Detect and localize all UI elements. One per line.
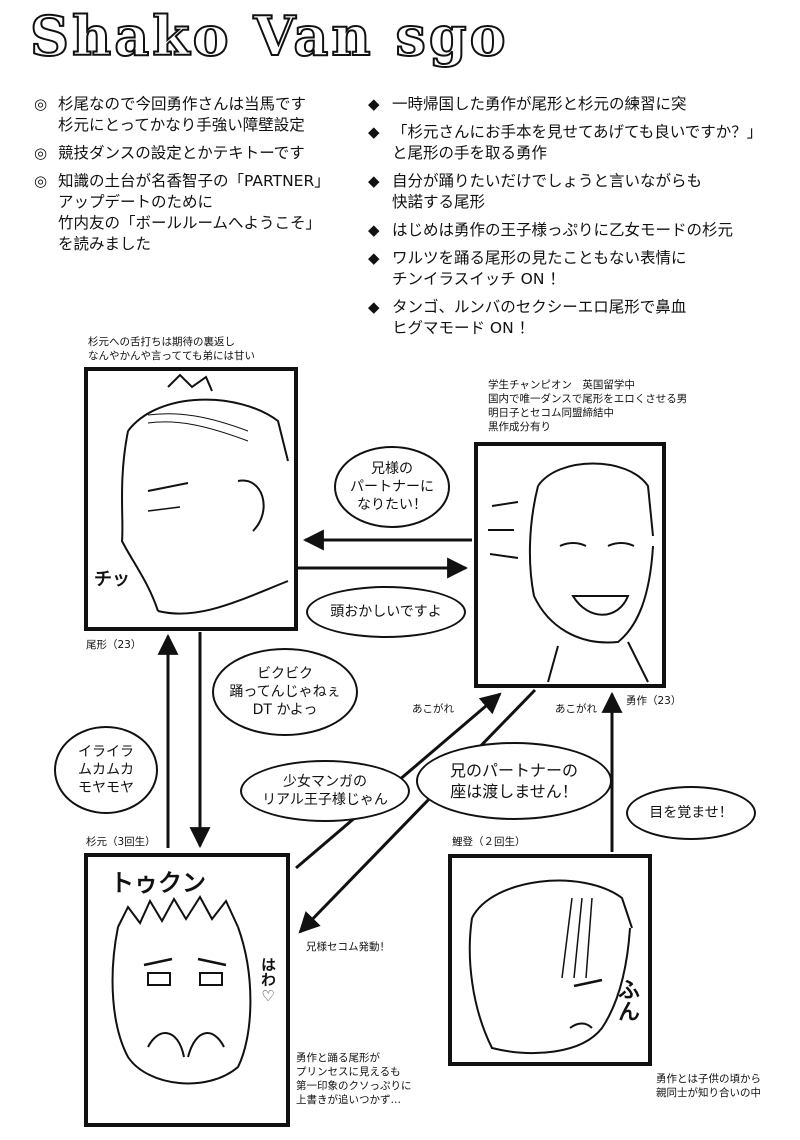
right-notes-list: ◆一時帰国した勇作が尾形と杉元の練習に突 ◆「杉元さんにお手本を見せてあげても良… bbox=[368, 94, 788, 346]
right-note-text: 自分が踊りたいだけでしょうと言いながらも 快諾する尾形 bbox=[392, 172, 703, 211]
left-note: ◎杉尾なので今回勇作さんは当馬です 杉元にとってかなり手強い障壁設定 bbox=[34, 95, 307, 134]
label-koito-yusaku: あこがれ bbox=[555, 703, 597, 715]
ogata-sfx: チッ bbox=[94, 569, 130, 590]
yusaku-label: 勇作（23） bbox=[626, 695, 682, 707]
right-note: ◆はじめは勇作の王子様っぷりに乙女モードの杉元 bbox=[368, 221, 734, 239]
sugimoto-portrait bbox=[111, 895, 252, 1085]
right-note-text: 一時帰国した勇作が尾形と杉元の練習に突 bbox=[392, 95, 687, 113]
right-note: ◆ワルツを踊る尾形の見たこともない表情に チンイラスイッチ ON ！ bbox=[368, 249, 687, 288]
bubble-sugimoto-to-ogata: イライラ ムカムカ モヤモヤ bbox=[54, 726, 158, 814]
right-note: ◆自分が踊りたいだけでしょうと言いながらも 快諾する尾形 bbox=[368, 172, 703, 211]
bubble-ogata-to-yusaku: 頭おかしいですよ bbox=[306, 586, 466, 638]
bubble-sugimoto-to-yusaku: 少女マンガの リアル王子様じゃん bbox=[240, 760, 410, 822]
sugimoto-label: 杉元（3回生） bbox=[86, 836, 156, 848]
right-note-text: ワルツを踊る尾形の見たこともない表情に チンイラスイッチ ON ！ bbox=[392, 249, 687, 288]
right-note: ◆「杉元さんにお手本を見せてあげても良いですか？」 と尾形の手を取る勇作 bbox=[368, 123, 763, 162]
yusaku-portrait bbox=[488, 462, 654, 683]
left-note: ◎知識の土台が名香智子の「PARTNER」 アップデートのために 竹内友の「ボー… bbox=[34, 172, 330, 253]
yusaku-note: 学生チャンピオン 英国留学中 国内で唯一ダンスで尾形をエロくさせる男 明日子とセ… bbox=[488, 379, 688, 433]
ogata-note: 杉元への舌打ちは期待の裏返し なんやかんや言ってても弟には甘い bbox=[88, 336, 255, 362]
label-sugimoto-yusaku: あこがれ bbox=[412, 703, 454, 715]
sugimoto-panel: トゥクン はわ♡ bbox=[84, 853, 290, 1127]
left-note: ◎競技ダンスの設定とかテキトーです bbox=[34, 144, 305, 162]
koito-sfx: ふん bbox=[614, 978, 639, 1022]
yusaku-panel bbox=[474, 442, 666, 688]
bubble-ogata-to-sugimoto: ビクビク 踊ってんじゃねぇ DT かよっ bbox=[212, 648, 358, 736]
koito-label: 鯉登（２回生） bbox=[452, 836, 526, 848]
koito-portrait bbox=[468, 879, 633, 1055]
right-note-text: タンゴ、ルンバのセクシーエロ尾形で鼻血 ヒグマモード ON ！ bbox=[392, 298, 687, 337]
sugimoto-sfx-top: トゥクン bbox=[110, 869, 206, 897]
koito-note: 勇作とは子供の頃から 親同士が知り合いの中 bbox=[656, 1073, 761, 1099]
left-notes-list: ◎杉尾なので今回勇作さんは当馬です 杉元にとってかなり手強い障壁設定 ◎競技ダン… bbox=[34, 94, 364, 262]
right-note: ◆タンゴ、ルンバのセクシーエロ尾形で鼻血 ヒグマモード ON ！ bbox=[368, 298, 687, 337]
koito-panel: ふん bbox=[448, 854, 652, 1066]
right-note-text: 「杉元さんにお手本を見せてあげても良いですか？」 と尾形の手を取る勇作 bbox=[392, 123, 763, 162]
bubble-koito-to-yusaku: 目を覚ませ！ bbox=[626, 786, 756, 840]
ogata-label: 尾形（23） bbox=[86, 639, 142, 651]
right-note: ◆一時帰国した勇作が尾形と杉元の練習に突 bbox=[368, 95, 687, 113]
sugimoto-sfx-side: はわ♡ bbox=[259, 957, 277, 1005]
page-title: Shako Van sgo bbox=[29, 3, 509, 69]
ogata-portrait bbox=[120, 373, 289, 615]
left-note-text: 杉尾なので今回勇作さんは当馬です 杉元にとってかなり手強い障壁設定 bbox=[58, 95, 307, 134]
arrow-yusaku-to-sugimoto bbox=[298, 688, 537, 934]
left-note-text: 競技ダンスの設定とかテキトーです bbox=[58, 144, 305, 162]
right-note-text: はじめは勇作の王子様っぷりに乙女モードの杉元 bbox=[392, 221, 734, 239]
bubble-yusaku-to-ogata: 兄様の パートナーに なりたい！ bbox=[334, 446, 450, 528]
label-yusaku-sugimoto: 兄様セコム発動！ bbox=[306, 941, 390, 953]
sugimoto-note: 勇作と踊る尾形が プリンセスに見えるも 第一印象のクソっぷりに 上書きが追いつか… bbox=[296, 1052, 412, 1106]
ogata-panel: チッ bbox=[84, 367, 298, 631]
left-note-text: 知識の土台が名香智子の「PARTNER」 アップデートのために 竹内友の「ボール… bbox=[58, 172, 330, 253]
bubble-yusaku-to-sugimoto: 兄のパートナーの 座は渡しません！ bbox=[416, 742, 612, 820]
